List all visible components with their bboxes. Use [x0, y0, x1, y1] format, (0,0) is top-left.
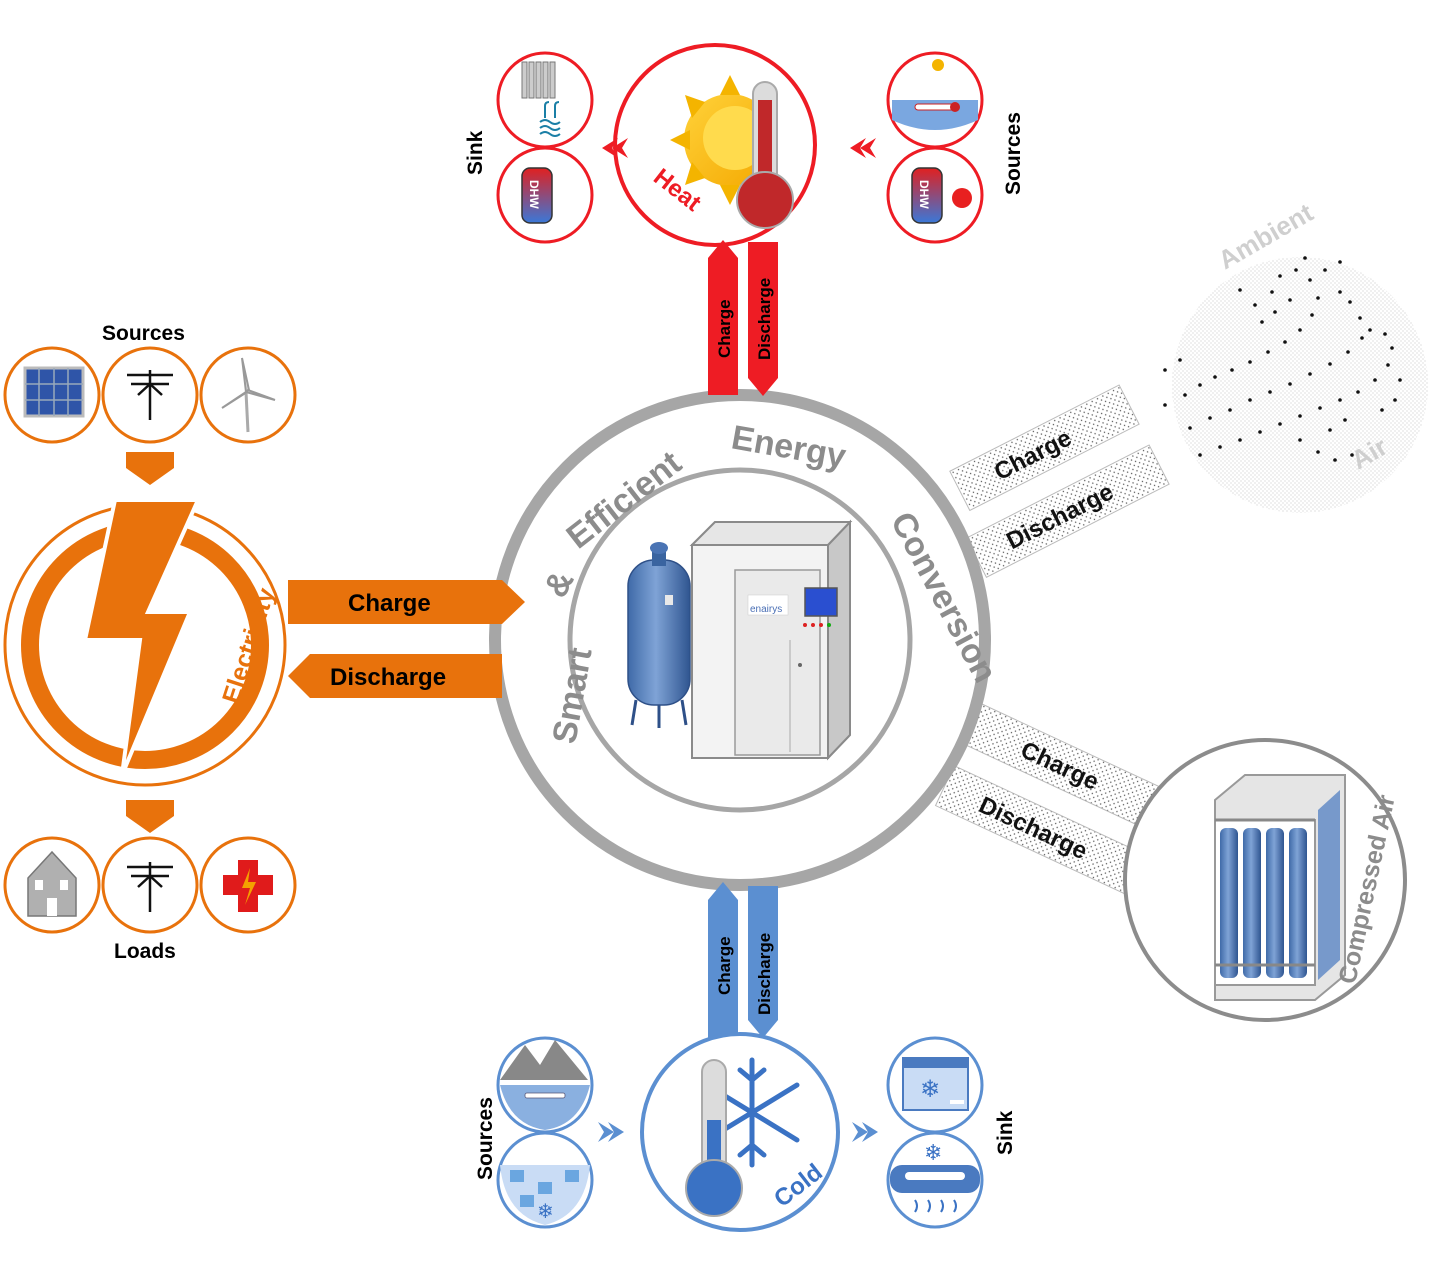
- heat-sink-chevron: [602, 138, 628, 158]
- center-hub: Smart & Efficient Energy Conversion: [489, 389, 1004, 891]
- svg-text:❄: ❄: [537, 1199, 554, 1223]
- heat-charge-label: Charge: [715, 299, 734, 358]
- solar-water-shape: [892, 59, 978, 130]
- heat-discharge-label: Discharge: [755, 278, 774, 360]
- cold-group: Charge Discharge Cold Sources: [474, 882, 1017, 1232]
- freezer-shape: ❄: [902, 1057, 969, 1111]
- heat-sources-label: Sources: [1002, 112, 1025, 195]
- svg-text:❄: ❄: [924, 1141, 942, 1166]
- dhw-sink-label: DHW: [527, 180, 541, 209]
- dhw-sink-tank: [521, 167, 553, 224]
- electricity-sources-label: Sources: [102, 322, 185, 345]
- heat-sink-label: Sink: [464, 130, 487, 175]
- cold-sources-label: Sources: [474, 1097, 497, 1180]
- air-conditioner-shape: ❄: [890, 1141, 980, 1213]
- loads-down-chevron: [126, 800, 174, 833]
- thermometer-cold-icon: [685, 1059, 743, 1217]
- electricity-charge-arrow: [288, 580, 525, 624]
- sources-down-chevron: [126, 452, 174, 485]
- heat-source-chevron: [850, 138, 876, 158]
- electricity-discharge-label: Discharge: [330, 664, 446, 691]
- electricity-loads-label: Loads: [114, 940, 176, 963]
- lightning-bolt-icon: [82, 498, 202, 776]
- heat-discharge-arrow: [748, 242, 778, 396]
- dhw-source-tank: [911, 167, 943, 224]
- svg-text:❄: ❄: [920, 1075, 940, 1103]
- electricity-charge-label: Charge: [348, 590, 431, 617]
- cold-sink-chevron: [852, 1122, 878, 1142]
- cold-discharge-arrow: [748, 886, 778, 1038]
- energy-storage-device-icon: enairys: [627, 519, 853, 761]
- dhw-source-label: DHW: [917, 180, 931, 209]
- pylon-load-shape: [127, 862, 173, 912]
- cold-discharge-label: Discharge: [755, 933, 774, 1015]
- ice-storage-shape: ❄: [500, 1165, 590, 1225]
- cross-bolt-icon: [242, 868, 256, 905]
- pylon-source-shape: [127, 370, 173, 420]
- pool-ladder-shape: [539, 101, 561, 137]
- device-brand-label: enairys: [750, 604, 782, 615]
- ambient-air-group: Ambient Air Charge Discharge: [949, 197, 1428, 578]
- wind-turbine-shape: [221, 357, 276, 433]
- mountain-lake-shape: [500, 1040, 590, 1130]
- electricity-group: Sources Electricity Charge Discha: [3, 322, 525, 963]
- solar-panel-grid: [23, 366, 85, 418]
- flame-icon: [952, 188, 972, 208]
- cold-charge-label: Charge: [715, 936, 734, 995]
- gas-cylinder-rack-icon: [1214, 774, 1346, 1001]
- ambient-air-dots: [1163, 256, 1402, 462]
- heat-charge-arrow: [708, 240, 738, 395]
- cold-source-chevron: [598, 1122, 624, 1142]
- cold-charge-arrow: [708, 882, 738, 1038]
- electricity-discharge-arrow: [288, 654, 502, 698]
- ambient-air-circle: [1172, 257, 1428, 513]
- compressed-air-group: Charge Discharge Compressed Air: [934, 697, 1407, 1022]
- radiator-shape: [521, 61, 556, 99]
- wind-turbine-icon: [199, 346, 297, 444]
- thermometer-hot-icon: [736, 81, 794, 229]
- heat-group: Heat Sink DHW DHW Sources: [464, 43, 1025, 396]
- house-shape: [27, 850, 77, 917]
- cold-sink-label: Sink: [994, 1110, 1017, 1155]
